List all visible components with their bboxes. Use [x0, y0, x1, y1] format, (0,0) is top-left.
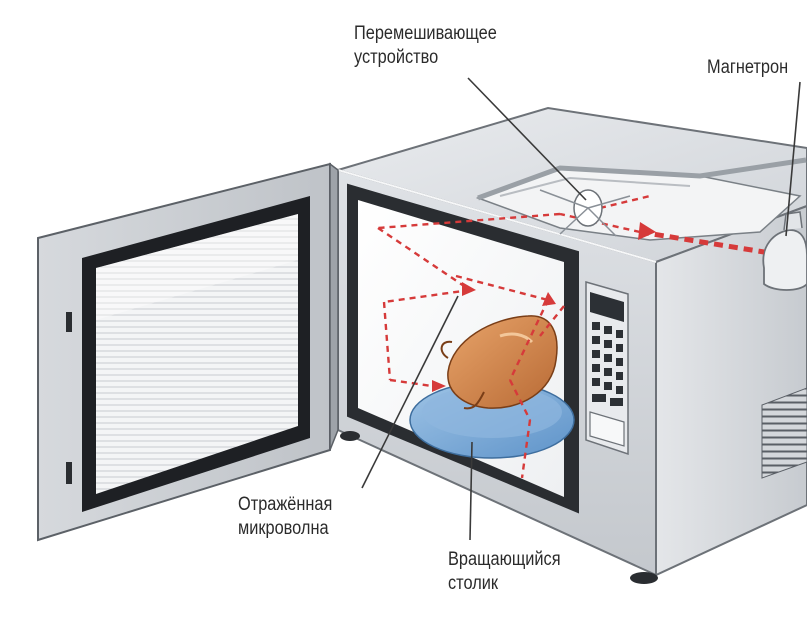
label-stirrer-line2: устройство	[354, 47, 439, 68]
label-stirrer: Перемешивающее устройство	[354, 22, 497, 70]
start-button	[589, 411, 625, 447]
side-vents	[761, 387, 807, 479]
label-turntable-line1: Вращающийся	[448, 549, 561, 570]
label-stirrer-line1: Перемешивающее	[354, 23, 497, 44]
microwave-rays	[377, 194, 651, 479]
door-latch	[66, 312, 72, 332]
label-reflected-line1: Отражённая	[238, 494, 333, 515]
leader-lines	[361, 77, 801, 541]
door-window-mesh	[96, 214, 298, 494]
label-magnetron-line1: Магнетрон	[707, 57, 789, 78]
label-turntable-line2: столик	[448, 573, 499, 594]
magnetron	[762, 229, 807, 291]
label-turntable: Вращающийся столик	[448, 548, 561, 596]
display-screen	[590, 292, 624, 322]
foot	[340, 431, 360, 441]
foot	[630, 572, 658, 584]
label-magnetron: Магнетрон	[707, 56, 788, 80]
door-latch	[66, 462, 72, 484]
label-reflected-microwave: Отражённая микроволна	[238, 493, 332, 541]
label-reflected-line2: микроволна	[238, 518, 329, 539]
keypad	[592, 322, 623, 406]
magnetron-waveguide	[639, 229, 765, 255]
stirrer-fan	[539, 189, 631, 237]
